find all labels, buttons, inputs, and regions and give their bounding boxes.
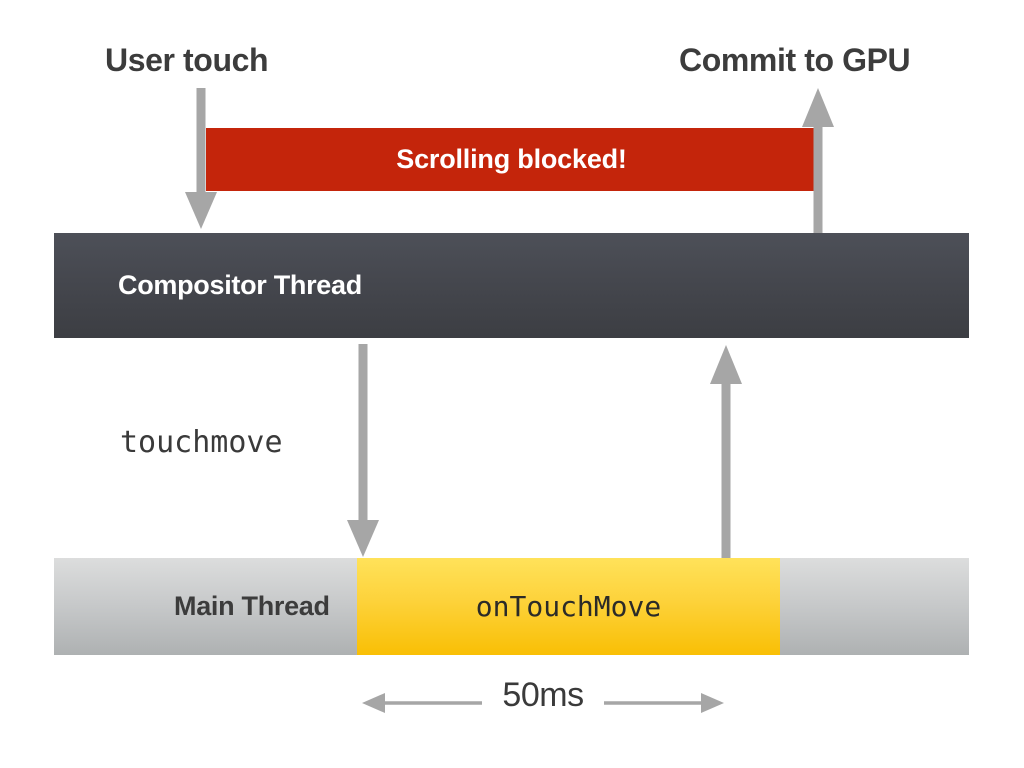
arrow-left-icon bbox=[362, 693, 482, 713]
scrolling-blocked-label: Scrolling blocked! bbox=[396, 144, 627, 174]
arrow-up-icon-return bbox=[705, 343, 747, 560]
scrolling-blocked-bar: Scrolling blocked! bbox=[206, 128, 817, 191]
on-touch-move-block: onTouchMove bbox=[357, 558, 780, 655]
on-touch-move-label: onTouchMove bbox=[475, 590, 662, 623]
duration-measure: 50ms bbox=[360, 676, 726, 732]
arrow-up-icon-commit-gpu bbox=[797, 86, 839, 233]
arrow-down-icon-touchmove bbox=[342, 344, 384, 560]
main-thread-label: Main Thread bbox=[174, 591, 330, 621]
main-thread-bar: Main Thread onTouchMove bbox=[54, 558, 969, 655]
duration-label: 50ms bbox=[502, 676, 584, 714]
compositor-thread-bar: Compositor Thread bbox=[54, 233, 969, 338]
commit-to-gpu-label: Commit to GPU bbox=[679, 42, 911, 78]
arrow-right-icon bbox=[604, 693, 724, 713]
arrow-down-icon-user-touch bbox=[180, 88, 222, 233]
user-touch-label: User touch bbox=[105, 42, 269, 78]
touchmove-event-label: touchmove bbox=[120, 425, 283, 460]
compositor-thread-label: Compositor Thread bbox=[118, 270, 362, 300]
